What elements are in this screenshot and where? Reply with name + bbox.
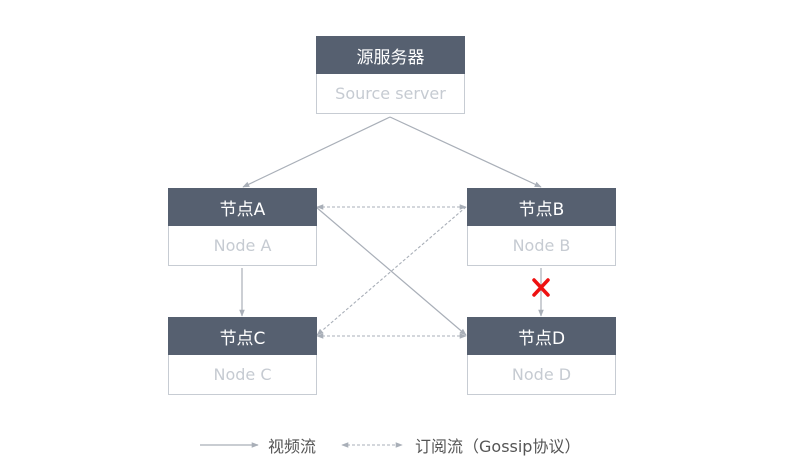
node-source-title: 源服务器 (316, 36, 465, 74)
legend-subscription-stream-label: 订阅流（Gossip协议） (415, 437, 581, 456)
node-c: 节点C Node C (168, 317, 317, 395)
node-c-title: 节点C (168, 317, 317, 355)
node-source: 源服务器 Source server (316, 36, 465, 114)
edge-source-to-a (242, 116, 391, 188)
node-d-title: 节点D (467, 317, 616, 355)
edge-b-to-c-gossip (316, 206, 467, 336)
node-source-subtitle: Source server (316, 74, 465, 114)
legend-video-stream-label: 视频流 (268, 437, 317, 456)
red-x-icon (532, 278, 550, 297)
node-b: 节点B Node B (467, 188, 616, 266)
node-a-title: 节点A (168, 188, 317, 226)
node-d: 节点D Node D (467, 317, 616, 395)
node-b-title: 节点B (467, 188, 616, 226)
node-b-subtitle: Node B (467, 226, 616, 266)
node-d-subtitle: Node D (467, 355, 616, 395)
node-a-subtitle: Node A (168, 226, 317, 266)
node-a: 节点A Node A (168, 188, 317, 266)
edge-source-to-b (389, 116, 542, 188)
edge-a-to-d (315, 206, 467, 336)
node-c-subtitle: Node C (168, 355, 317, 395)
